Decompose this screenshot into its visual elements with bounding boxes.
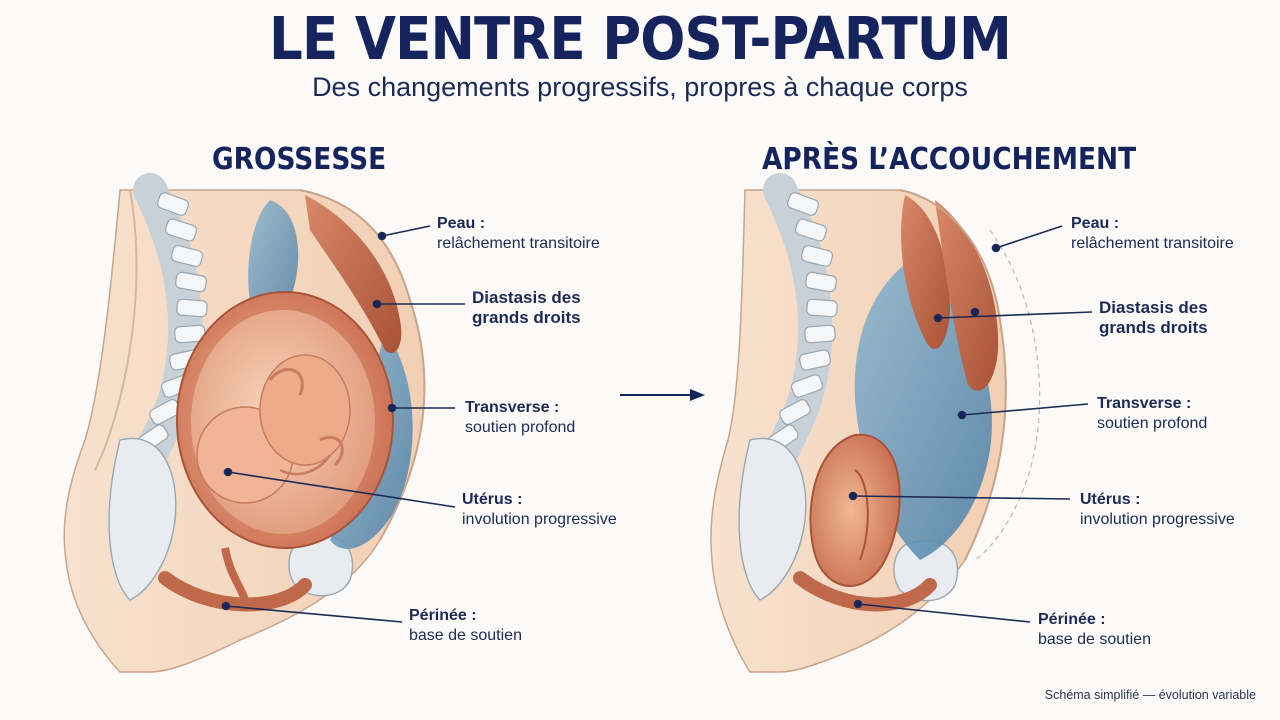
- former-belly-outline: [974, 229, 1041, 561]
- label-uterus-right: Utérus :involution progressive: [1080, 491, 1235, 528]
- perineum: [158, 571, 312, 612]
- postpartum-cross-section: [710, 173, 1041, 673]
- label-peau-right: Peau :relâchement transitoire: [1071, 215, 1234, 252]
- label-peau-left: Peau :relâchement transitoire: [437, 215, 600, 252]
- pregnancy-cross-section: [63, 173, 426, 673]
- rectus-muscle-left: [901, 195, 950, 349]
- footnote: Schéma simplifié — évolution variable: [1044, 688, 1256, 702]
- label-uterus-left: Utérus :involution progressive: [462, 491, 617, 528]
- sacrum: [108, 437, 177, 601]
- rectus-muscle: [305, 195, 402, 354]
- subtitle: Des changements progressifs, propres à c…: [312, 72, 968, 102]
- uterus-postpartum: [809, 433, 901, 587]
- label-transverse-left: Transverse :soutien profond: [465, 399, 576, 436]
- rectus-muscle-right: [935, 200, 999, 391]
- label-perinee-right: Périnée :base de soutien: [1038, 611, 1151, 648]
- label-perinee-left: Périnée :base de soutien: [409, 607, 522, 644]
- panel-title-apres-accouchement: APRÈS L’ACCOUCHEMENT: [762, 142, 1137, 177]
- transition-arrow-icon: [620, 389, 705, 401]
- perineum-postpartum: [793, 571, 937, 612]
- main-title: LE VENTRE POST-PARTUM: [269, 4, 1012, 73]
- panel-title-grossesse: GROSSESSE: [212, 142, 387, 177]
- label-transverse-right: Transverse :soutien profond: [1097, 395, 1208, 432]
